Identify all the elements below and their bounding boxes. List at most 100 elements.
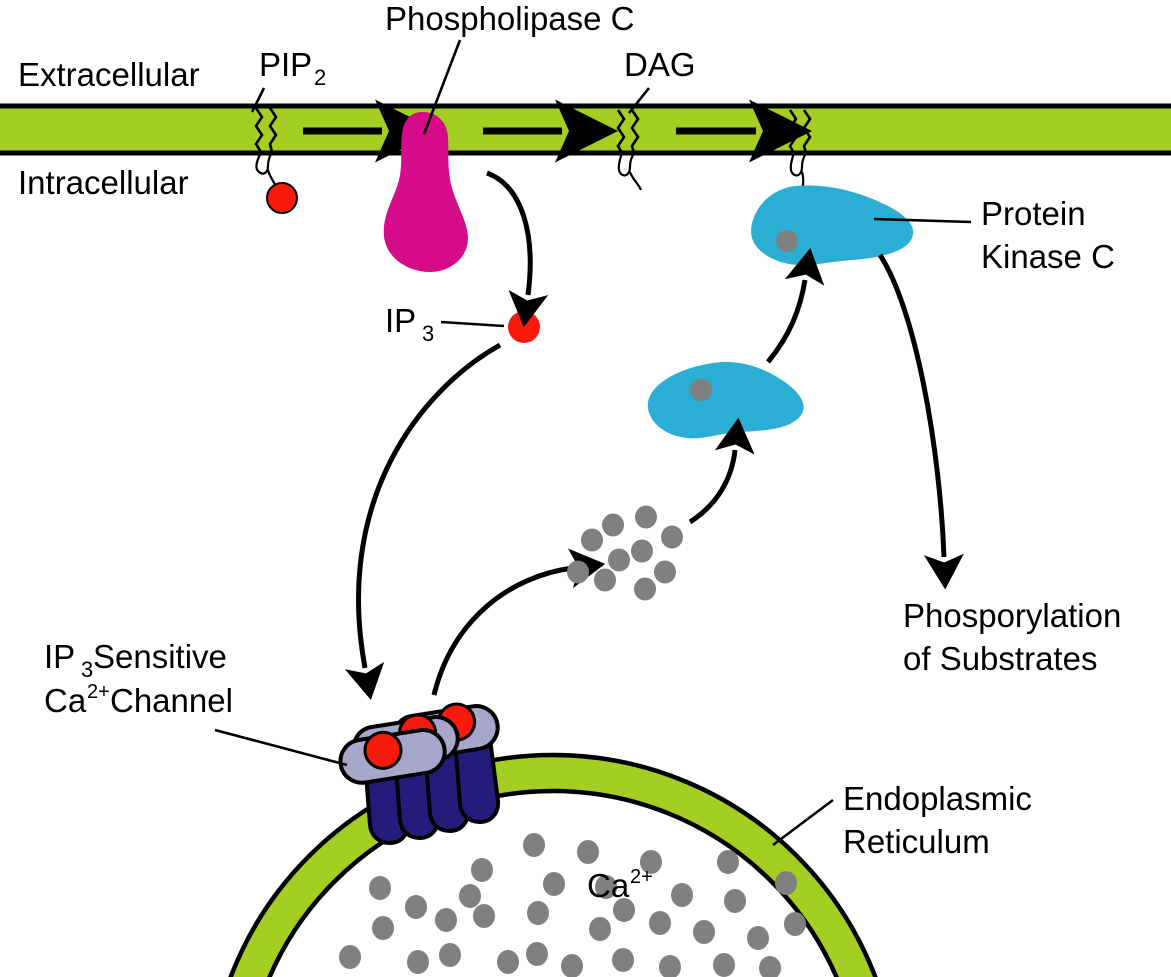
calcium-ion bbox=[561, 954, 583, 977]
label-ip3-subscript: 3 bbox=[422, 321, 434, 346]
label-calcium-er: Ca 2+ bbox=[587, 866, 653, 904]
protein-kinase-c-cytosolic bbox=[647, 361, 804, 439]
calcium-ion bbox=[372, 916, 394, 940]
pkc-bound-body bbox=[751, 185, 914, 266]
pkc-cytosolic-body bbox=[647, 361, 804, 439]
calcium-ion bbox=[527, 901, 549, 925]
calcium-ion bbox=[717, 850, 739, 874]
calcium-ion bbox=[407, 950, 429, 974]
label-dag: DAG bbox=[624, 46, 696, 83]
calcium-ion bbox=[608, 548, 630, 572]
calcium-ion bbox=[581, 528, 603, 552]
label-channel-line1-base: IP bbox=[44, 638, 75, 675]
phospholipase-c-enzyme bbox=[383, 112, 468, 272]
cytosolic-calcium-cluster bbox=[567, 505, 683, 601]
calcium-ion bbox=[759, 956, 781, 977]
er-outer-outline bbox=[228, 752, 878, 977]
calcium-ion bbox=[613, 898, 635, 922]
label-calcium-er-superscript: 2+ bbox=[630, 866, 653, 888]
calcium-ion bbox=[339, 945, 361, 969]
calcium-ion bbox=[589, 917, 611, 941]
calcium-ion bbox=[523, 833, 545, 857]
label-phosphorylation-line1: Phosporylation bbox=[903, 597, 1121, 634]
label-channel-line2-base: Ca bbox=[44, 682, 87, 719]
calcium-ion bbox=[693, 920, 715, 944]
pip2-tail-right bbox=[268, 107, 278, 153]
membrane-band bbox=[0, 106, 1171, 153]
calcium-ion bbox=[543, 872, 565, 896]
leader-lines bbox=[214, 39, 972, 847]
calcium-ion bbox=[471, 858, 493, 882]
signal-arrows bbox=[344, 170, 964, 700]
leader-ip3 bbox=[440, 320, 505, 328]
leader-endoplasmic-reticulum bbox=[772, 798, 834, 847]
calcium-ion bbox=[661, 525, 683, 549]
calcium-ion bbox=[405, 895, 427, 919]
label-protein-kinase-c-line2: Kinase C bbox=[981, 238, 1115, 275]
label-pip2-subscript: 2 bbox=[314, 65, 326, 90]
dag-molecule bbox=[616, 109, 643, 191]
calcium-ion bbox=[439, 943, 461, 967]
ip3-particle bbox=[508, 311, 540, 343]
calcium-ion bbox=[473, 904, 495, 928]
arrow-pkc-to-phosphorylation bbox=[877, 253, 964, 590]
label-calcium-er-base: Ca bbox=[587, 867, 630, 904]
calcium-ion bbox=[659, 955, 681, 977]
calcium-ion bbox=[775, 871, 797, 895]
label-ip3: IP 3 bbox=[385, 302, 434, 346]
arrow-ip3-to-channel bbox=[344, 342, 502, 700]
calcium-ion bbox=[640, 850, 662, 874]
dag-bound-tail-left bbox=[788, 109, 798, 154]
arrow-er-to-cytosol-calcium bbox=[431, 548, 606, 696]
label-endoplasmic-reticulum-line1: Endoplasmic bbox=[843, 780, 1032, 817]
ip3-molecule bbox=[508, 311, 540, 343]
pkc-cytosolic-active-site bbox=[690, 379, 712, 401]
calcium-ion bbox=[526, 942, 548, 966]
label-ip3-base: IP bbox=[385, 302, 416, 339]
channel-bound-ip3-1 bbox=[363, 730, 403, 770]
calcium-ion bbox=[577, 840, 599, 864]
endoplasmic-reticulum bbox=[228, 752, 878, 977]
label-phosphorylation-line2: of Substrates bbox=[903, 640, 1097, 677]
label-endoplasmic-reticulum-line2: Reticulum bbox=[843, 823, 990, 860]
calcium-ion bbox=[747, 926, 769, 950]
calcium-ion bbox=[595, 875, 617, 899]
ip3-sensitive-calcium-channel bbox=[338, 702, 501, 845]
channel-cytosolic-caps bbox=[338, 702, 500, 785]
label-pip2: PIP 2 bbox=[259, 46, 326, 90]
dag-linker bbox=[617, 152, 635, 177]
calcium-ion bbox=[497, 950, 519, 974]
calcium-ion bbox=[602, 513, 624, 537]
label-channel-line2-rest: Channel bbox=[110, 682, 233, 719]
calcium-ion bbox=[654, 560, 676, 584]
arrow-calcium-to-pkc bbox=[688, 417, 755, 525]
label-ip3-sensitive-calcium-channel: IP 3 Sensitive Ca 2+ Channel bbox=[44, 638, 233, 719]
calcium-ion bbox=[459, 884, 481, 908]
calcium-ion bbox=[649, 911, 671, 935]
label-extracellular: Extracellular bbox=[18, 56, 200, 93]
calcium-ion bbox=[713, 953, 735, 977]
label-pip2-base: PIP bbox=[259, 46, 312, 83]
er-inner-outline bbox=[267, 788, 839, 977]
label-channel-line2-superscript: 2+ bbox=[87, 681, 110, 703]
label-channel-line1-rest: Sensitive bbox=[93, 638, 227, 675]
dag-tail-left bbox=[616, 109, 626, 154]
calcium-ion bbox=[612, 948, 634, 972]
calcium-ion bbox=[435, 908, 457, 932]
label-channel-line1-subscript: 3 bbox=[81, 657, 93, 682]
leader-protein-kinase-c bbox=[873, 217, 972, 224]
calcium-ion bbox=[594, 568, 616, 592]
leader-ip3-channel bbox=[214, 728, 348, 767]
dag-bound-tail-right bbox=[802, 109, 812, 154]
calcium-ion bbox=[631, 539, 653, 563]
pkc-bound-active-site bbox=[776, 230, 798, 252]
dag-stalk bbox=[628, 171, 643, 191]
label-intracellular: Intracellular bbox=[18, 164, 189, 201]
pip2-tail-left bbox=[254, 107, 264, 153]
er-lumen-calcium bbox=[339, 833, 806, 977]
leader-phospholipase-c bbox=[422, 39, 462, 135]
calcium-ion bbox=[634, 577, 656, 601]
calcium-ion bbox=[671, 883, 693, 907]
